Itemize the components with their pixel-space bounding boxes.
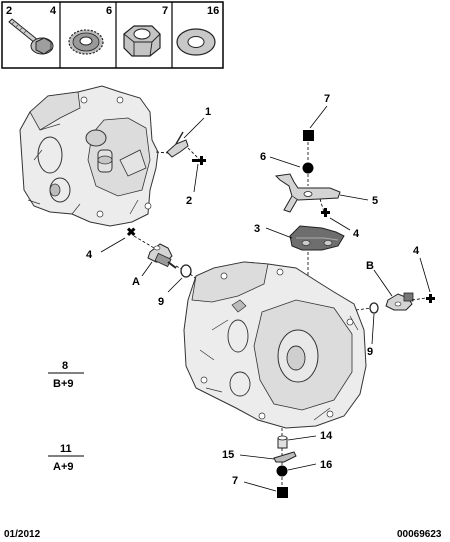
callout-1: 1 bbox=[205, 106, 211, 118]
footer-date: 01/2012 bbox=[4, 529, 41, 540]
callout-A: A bbox=[132, 276, 140, 288]
callout-16: 16 bbox=[320, 459, 332, 471]
part-15-clip bbox=[273, 451, 297, 463]
screw-4-left-marker bbox=[126, 227, 136, 237]
fraction-legend-8: 8 B+9 bbox=[48, 360, 84, 390]
upper-gearbox-housing bbox=[19, 85, 159, 227]
o-ring-9-right bbox=[369, 302, 379, 314]
nut-7-top-marker bbox=[303, 130, 314, 141]
bolt-with-flange-icon bbox=[8, 18, 54, 55]
header-ref-6: 6 bbox=[106, 5, 112, 17]
callout-14: 14 bbox=[320, 430, 333, 442]
part-1-sensor-bracket bbox=[155, 131, 189, 158]
screw-2-marker bbox=[192, 156, 206, 165]
screw-4-upper-marker bbox=[321, 208, 330, 217]
nut-7-bottom-marker bbox=[277, 487, 288, 498]
part-3-mount bbox=[289, 225, 345, 251]
callout-4-right: 4 bbox=[413, 245, 420, 257]
sensor-B bbox=[385, 292, 414, 311]
flat-washer-icon bbox=[176, 28, 216, 56]
fraction-11-numerator: 11 bbox=[60, 443, 72, 455]
callout-9-right: 9 bbox=[367, 346, 373, 358]
fraction-8-denominator: B+9 bbox=[53, 378, 74, 390]
o-ring-9-left bbox=[180, 264, 192, 278]
footer-reference: 00069623 bbox=[397, 529, 442, 540]
callout-6: 6 bbox=[260, 151, 266, 163]
washer-16-marker bbox=[276, 465, 288, 477]
fraction-8-numerator: 8 bbox=[62, 360, 68, 372]
header-ref-16: 16 bbox=[207, 5, 219, 17]
header-ref-7: 7 bbox=[162, 5, 168, 17]
callout-15: 15 bbox=[222, 449, 234, 461]
callout-5: 5 bbox=[372, 195, 378, 207]
callout-7-bottom: 7 bbox=[232, 475, 238, 487]
hex-nut-icon bbox=[123, 25, 161, 57]
header-ref-2: 2 bbox=[6, 5, 12, 17]
fraction-legend-11: 11 A+9 bbox=[48, 443, 84, 473]
fraction-11-denominator: A+9 bbox=[53, 461, 74, 473]
lower-gearbox-housing bbox=[183, 261, 367, 429]
screw-4-right-marker bbox=[426, 294, 435, 303]
washer-6-marker bbox=[302, 162, 314, 174]
part-14-stud bbox=[277, 435, 288, 449]
sensor-A bbox=[147, 243, 177, 269]
part-5-bracket bbox=[274, 173, 341, 213]
header-ref-4: 4 bbox=[50, 5, 57, 17]
serrated-washer-icon bbox=[68, 29, 104, 55]
header-parts-panel: 2 4 6 7 16 bbox=[1, 1, 224, 69]
callout-B: B bbox=[366, 260, 374, 272]
callout-9-left: 9 bbox=[158, 296, 164, 308]
callout-4-mid: 4 bbox=[353, 228, 360, 240]
callout-2: 2 bbox=[186, 195, 192, 207]
callout-4-left: 4 bbox=[86, 249, 93, 261]
callout-7-top: 7 bbox=[324, 93, 330, 105]
callout-3: 3 bbox=[254, 223, 260, 235]
